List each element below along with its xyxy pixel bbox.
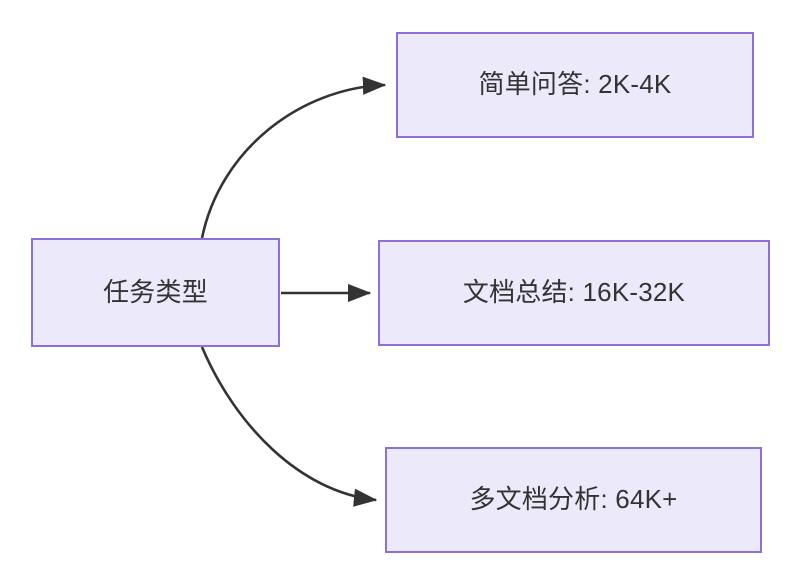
node-task-type[interactable]: 任务类型 xyxy=(31,238,280,347)
edge-root-to-simple-qa xyxy=(200,76,387,239)
node-simple-qa-label: 简单问答: 2K-4K xyxy=(478,69,672,100)
edge-root-to-multi-doc xyxy=(200,346,378,507)
node-doc-summary[interactable]: 文档总结: 16K-32K xyxy=(378,240,770,346)
node-task-type-label: 任务类型 xyxy=(103,276,208,307)
node-doc-summary-label: 文档总结: 16K-32K xyxy=(462,277,686,308)
node-multi-doc-label: 多文档分析: 64K+ xyxy=(469,484,678,515)
node-multi-doc[interactable]: 多文档分析: 64K+ xyxy=(385,447,762,553)
node-simple-qa[interactable]: 简单问答: 2K-4K xyxy=(396,32,754,138)
